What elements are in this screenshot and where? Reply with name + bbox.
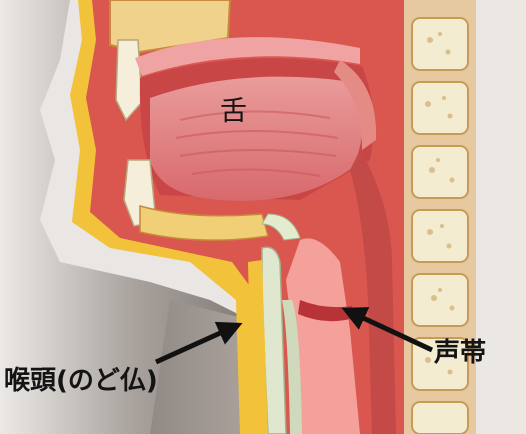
tongue-label: 舌 xyxy=(220,98,247,125)
spine-right-edge xyxy=(476,0,526,434)
larynx-label: 喉頭(のど仏) xyxy=(4,368,158,394)
vocal-cords-label: 声帯 xyxy=(434,340,486,366)
